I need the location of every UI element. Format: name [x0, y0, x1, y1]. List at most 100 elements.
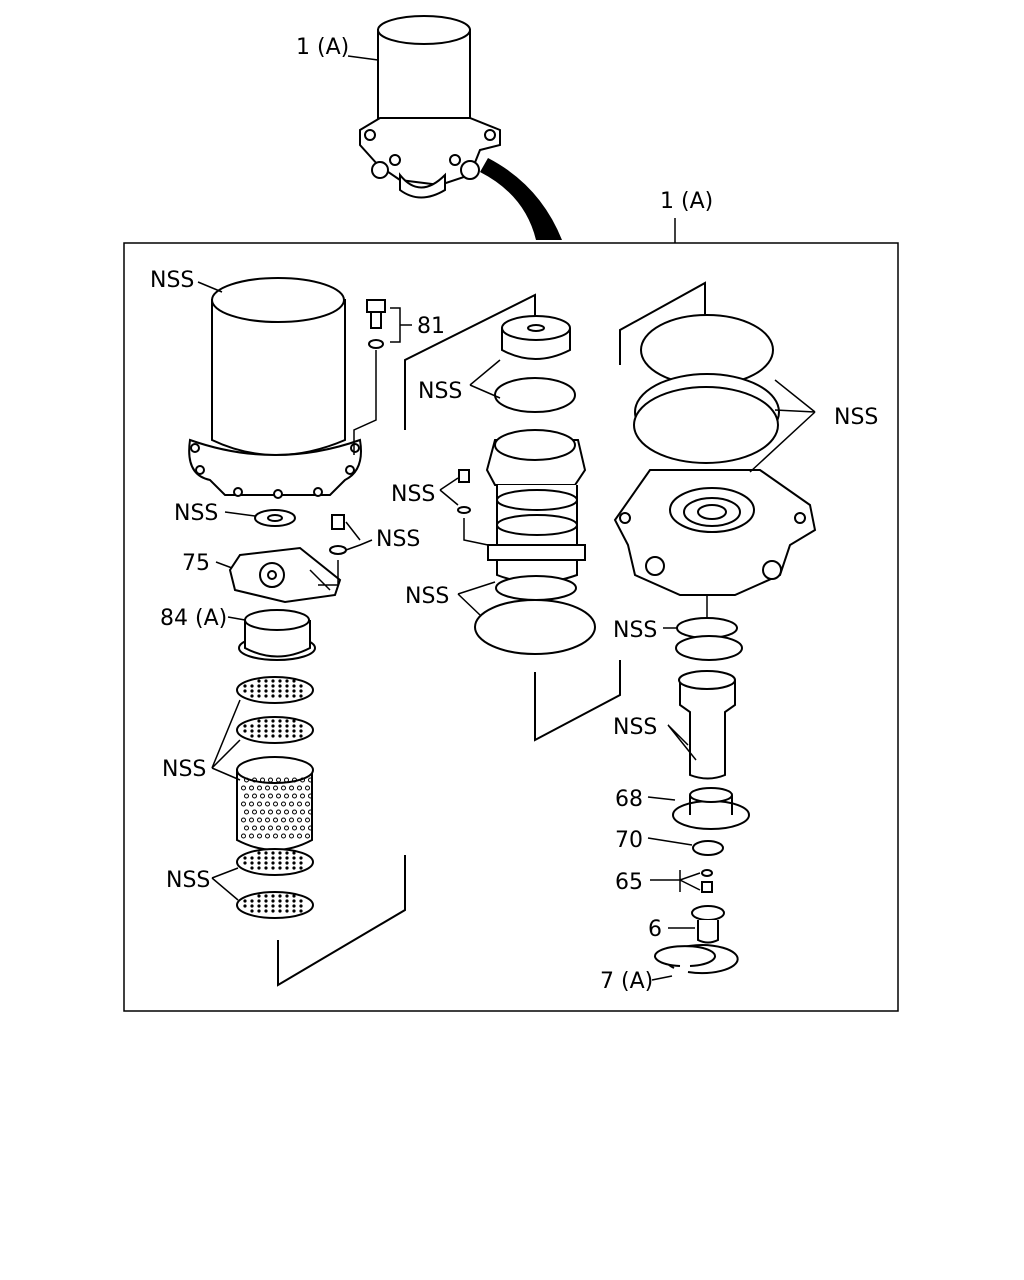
filter-granule — [276, 825, 281, 831]
perforation-dot — [271, 904, 275, 908]
perforation-dot — [292, 861, 296, 865]
label-81: 81 — [417, 314, 445, 339]
perforation-dot — [257, 694, 261, 698]
perforation-dot — [299, 689, 303, 693]
perforation-dot — [264, 909, 268, 913]
perforation-dot — [278, 724, 282, 728]
perforation-dot — [299, 866, 303, 870]
perforation-dot — [285, 894, 289, 898]
filter-granule — [300, 809, 305, 815]
perforation-dot — [285, 856, 289, 860]
perforation-dot — [278, 899, 282, 903]
label-nss-oring-top: NSS — [418, 379, 462, 404]
perforation-dot — [264, 866, 268, 870]
perforation-dot — [285, 729, 289, 733]
perforation-dot — [285, 851, 289, 855]
perforation-dot — [264, 734, 268, 738]
filter-granule — [260, 825, 265, 831]
filter-granule — [244, 809, 249, 815]
label-84a: 84 (A) — [160, 606, 227, 631]
perforation-dot — [250, 724, 254, 728]
label-75: 75 — [182, 551, 210, 576]
label-6: 6 — [648, 917, 662, 942]
perforation-dot — [278, 734, 282, 738]
perforation-dot — [299, 694, 303, 698]
perforation-dot — [292, 866, 296, 870]
perforation-dot — [250, 866, 254, 870]
filter-granule — [297, 785, 302, 791]
filter-granule — [252, 777, 257, 783]
perforation-dot — [257, 724, 261, 728]
complete-assembly — [359, 15, 562, 240]
perforation-dot — [264, 894, 268, 898]
perforation-dot — [264, 904, 268, 908]
filter-granule — [273, 801, 278, 807]
filter-granule — [297, 817, 302, 823]
perforation-dot — [264, 861, 268, 865]
perforation-dot — [292, 724, 296, 728]
perforation-dot — [271, 861, 275, 865]
label-nss-screw-mid: NSS — [391, 482, 435, 507]
perforation-dot — [264, 899, 268, 903]
label-nss-filter: NSS — [162, 757, 206, 782]
perforation-dot — [257, 909, 261, 913]
filter-granule — [249, 817, 254, 823]
perforation-dot — [285, 689, 289, 693]
housing-cover — [188, 277, 362, 499]
perforation-dot — [278, 866, 282, 870]
filter-granule — [308, 793, 313, 799]
perforation-dot — [292, 729, 296, 733]
perforation-dot — [299, 684, 303, 688]
filter-granule — [244, 825, 249, 831]
perforation-dot — [278, 684, 282, 688]
perforation-dot — [264, 694, 268, 698]
perforation-dot — [299, 861, 303, 865]
filter-granule — [257, 801, 262, 807]
perforation-dot — [299, 899, 303, 903]
perforation-dot — [243, 724, 247, 728]
perforation-dot — [285, 734, 289, 738]
filter-granule — [265, 785, 270, 791]
filter-granule — [252, 809, 257, 815]
filter-granule — [268, 809, 273, 815]
snap-ring-7 — [654, 944, 739, 975]
perforation-dot — [250, 909, 254, 913]
filter-stack — [236, 676, 314, 919]
perforation-dot — [250, 856, 254, 860]
perforation-dot — [285, 724, 289, 728]
perforation-dot — [271, 724, 275, 728]
perforation-dot — [250, 729, 254, 733]
perforation-dot — [264, 856, 268, 860]
perforation-dot — [278, 694, 282, 698]
perforation-dot — [250, 684, 254, 688]
perforation-dot — [257, 851, 261, 855]
filter-granule — [260, 793, 265, 799]
perforation-dot — [278, 909, 282, 913]
label-65: 65 — [615, 870, 643, 895]
perforation-dot — [271, 899, 275, 903]
filter-granule — [289, 785, 294, 791]
filter-granule — [257, 817, 262, 823]
perforation-dot — [243, 684, 247, 688]
perforation-dot — [285, 909, 289, 913]
filter-granule — [265, 833, 270, 839]
perforation-dot — [250, 694, 254, 698]
perforation-dot — [257, 904, 261, 908]
perforation-dot — [250, 734, 254, 738]
bolt-81 — [353, 299, 386, 455]
perforation-dot — [292, 679, 296, 683]
perforation-dot — [285, 861, 289, 865]
filter-granule — [297, 801, 302, 807]
filter-granule — [241, 833, 246, 839]
perforation-dot — [271, 719, 275, 723]
perforation-dot — [299, 856, 303, 860]
perforation-dot — [271, 734, 275, 738]
filter-granule — [305, 833, 310, 839]
perforation-dot — [257, 894, 261, 898]
label-assembly-top: 1 (A) — [296, 35, 349, 60]
perforation-dot — [264, 729, 268, 733]
part-84 — [238, 609, 316, 661]
plate-75 — [228, 546, 342, 604]
filter-granule — [281, 801, 286, 807]
